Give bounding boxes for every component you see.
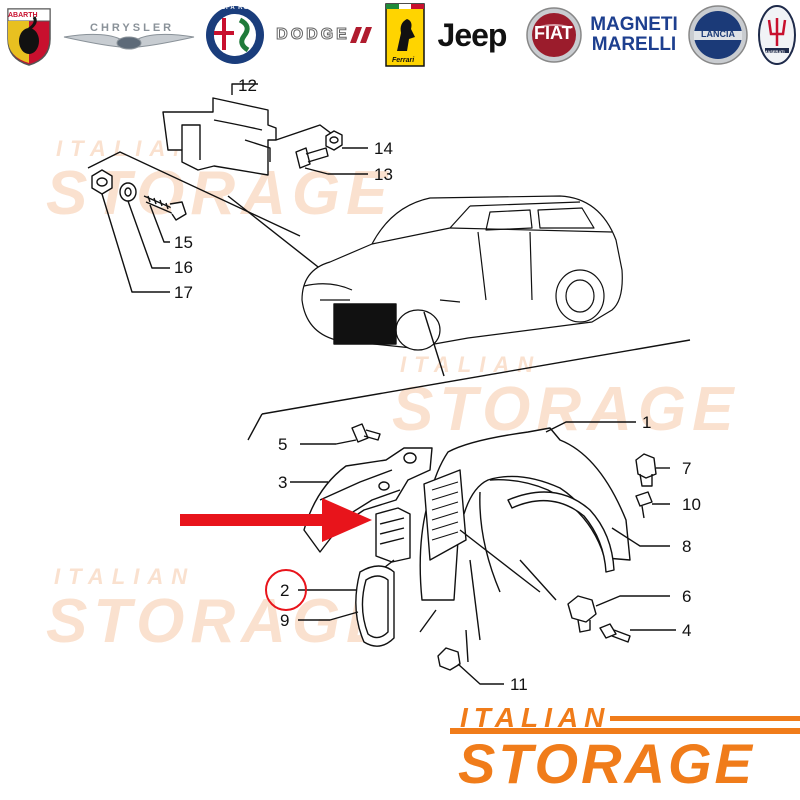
callout-label: 12 — [238, 76, 257, 95]
subassembly-bracket-line — [87, 151, 301, 237]
callout-label: 15 — [174, 233, 193, 252]
leader-line-13 — [304, 167, 368, 175]
lower-assembly-bracket-line — [247, 413, 263, 441]
leader-line-17 — [101, 193, 170, 293]
bracket-part-2 — [375, 507, 411, 563]
chrysler-logo: CHRYSLER — [62, 2, 196, 68]
parts-diagram-svg: 12 14 13 15 16 17 1 5 3 7 10 8 2 9 6 4 1… — [87, 76, 701, 694]
callout-label: 10 — [682, 495, 701, 514]
seal-part-9 — [355, 565, 395, 647]
callout-label: 1 — [642, 413, 651, 432]
callout-label: 2 — [280, 581, 289, 600]
abarth-logo: ABARTH — [2, 2, 56, 68]
callout-label: 5 — [278, 435, 287, 454]
maserati-logo: MASERATI — [756, 2, 798, 68]
bolt-part-13 — [295, 147, 329, 169]
highlighted-area-marker — [333, 303, 397, 345]
leader-line-15 — [149, 204, 170, 243]
callout-label: 11 — [510, 675, 528, 694]
chrysler-wings-icon — [63, 33, 195, 50]
lancia-shield-icon — [688, 5, 748, 65]
trim-strip-part-8 — [507, 491, 615, 573]
dodge-wordmark-icon: DODGE — [276, 26, 350, 44]
callout-label: 9 — [280, 611, 289, 630]
fiat-badge-icon — [526, 7, 582, 63]
leader-line-11 — [457, 663, 504, 685]
lower-assembly-bracket-line — [261, 339, 691, 415]
bolt-part-15 — [143, 195, 187, 221]
dodge-stripes-icon — [349, 27, 372, 43]
magneti-marelli-logo: MAGNETI MARELLI — [588, 2, 680, 68]
leader-line-12 — [231, 83, 258, 95]
callout-label: 14 — [374, 139, 393, 158]
leader-line-1 — [545, 421, 636, 433]
jeep-logo: Jeep — [430, 2, 514, 68]
bracket-part-12 — [162, 97, 277, 176]
callout-label: 13 — [374, 165, 393, 184]
magneti-marelli-wordmark-icon: MAGNETI MARELLI — [590, 14, 678, 55]
footer-logo-bar — [450, 728, 800, 734]
ferrari-prancing-horse-icon — [385, 3, 425, 67]
footer-logo-bar — [610, 716, 800, 721]
red-arrow-icon — [180, 498, 372, 542]
lancia-logo: LANCIA — [686, 2, 750, 68]
brand-logo-bar: ABARTH CHRYSLER ALFA ROMEO DODGE — [0, 0, 800, 70]
nut-part-17 — [91, 169, 113, 195]
abarth-scorpion-shield-icon — [7, 8, 51, 66]
callout-labels: 12 14 13 15 16 17 1 5 3 7 10 8 2 9 6 4 1… — [174, 76, 701, 694]
parts-diagram: 12 14 13 15 16 17 1 5 3 7 10 8 2 9 6 4 1… — [0, 70, 800, 700]
clip-part-6 — [567, 595, 597, 633]
leader-line-5 — [300, 439, 357, 445]
ferrari-logo: Ferrari — [384, 2, 426, 68]
callout-label: 7 — [682, 459, 691, 478]
callout-label: 4 — [682, 621, 691, 640]
dodge-logo: DODGE — [272, 2, 376, 68]
italian-storage-footer-logo: ITALIAN STORAGE — [440, 700, 800, 800]
clip-part-7 — [635, 453, 657, 487]
callout-label: 3 — [278, 473, 287, 492]
footer-logo-line2: STORAGE — [458, 732, 755, 795]
callout-label: 6 — [682, 587, 691, 606]
alfa-romeo-roundel-icon — [206, 6, 264, 64]
clip-part-11 — [437, 647, 461, 671]
washer-part-16 — [119, 182, 137, 202]
leader-line-6 — [595, 595, 670, 607]
leader-line-9 — [298, 611, 359, 621]
subassembly-pointer-line — [423, 311, 445, 377]
assembly-reference-lines — [419, 529, 557, 663]
callout-label: 8 — [682, 537, 691, 556]
alfa-romeo-logo: ALFA ROMEO — [204, 2, 266, 68]
screw-part-10 — [635, 491, 653, 519]
jeep-wordmark-icon: Jeep — [437, 16, 508, 53]
callout-highlight-ring — [265, 569, 307, 611]
fiat-logo: FIAT — [524, 2, 584, 68]
callout-label: 17 — [174, 283, 193, 302]
wheel-arch-liner-part-1 — [419, 427, 631, 601]
leader-line-16 — [127, 200, 170, 269]
screw-part-4 — [599, 623, 631, 643]
callout-label: 16 — [174, 258, 193, 277]
maserati-trident-icon — [758, 5, 796, 65]
nut-part-14 — [325, 130, 343, 151]
footer-logo-line1: ITALIAN — [460, 702, 611, 733]
leader-line-8 — [611, 527, 670, 547]
screw-part-5 — [351, 423, 381, 443]
